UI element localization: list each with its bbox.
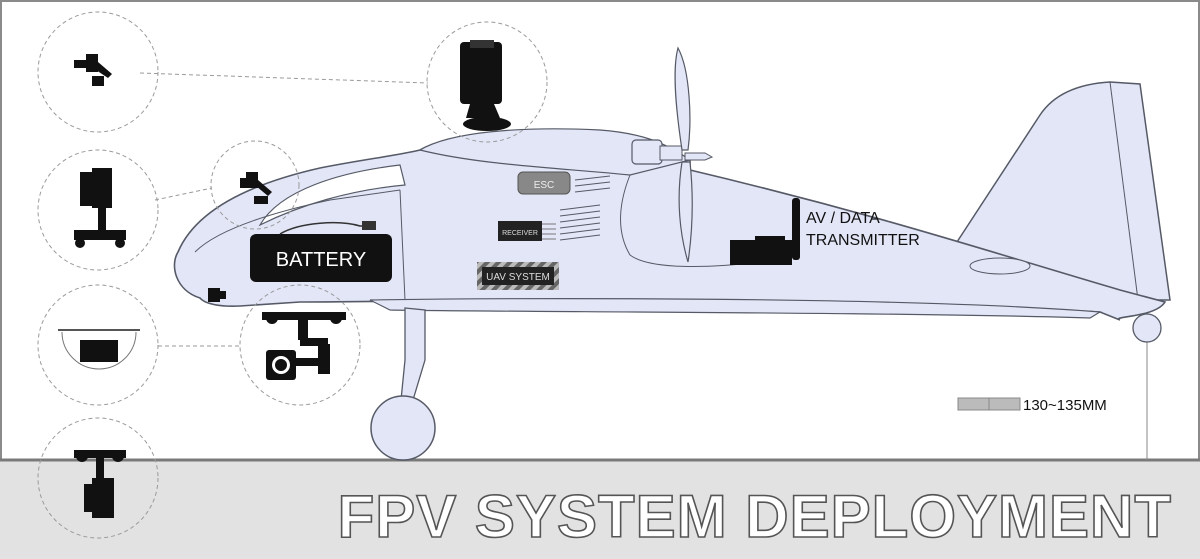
- rudder-hinge: [1109, 81, 1139, 301]
- detail-circle-top: [426, 21, 548, 143]
- propeller-bottom: [678, 161, 693, 263]
- battery-label: BATTERY: [276, 249, 366, 271]
- av-transmitter-top: [755, 236, 785, 242]
- landing-gear-strut: [399, 307, 426, 411]
- detail-circle-4: [37, 417, 159, 539]
- vent-slots: [559, 175, 611, 241]
- nose-camera: [208, 288, 220, 302]
- uav-system-label: UAV SYSTEM: [486, 272, 550, 283]
- detail-circle-3: [37, 284, 159, 406]
- motor-mount: [659, 145, 683, 161]
- detail-circles: [37, 11, 548, 539]
- detail-circle-gimbal: [239, 284, 361, 406]
- battery-lead: [279, 222, 372, 235]
- fpv-camera-icon: [74, 168, 126, 248]
- top-camera-body: [460, 42, 502, 104]
- av-antenna: [792, 198, 800, 260]
- tilt-mount-icon: [240, 172, 272, 204]
- detail-circle-1: [37, 11, 159, 133]
- hanging-camera-icon: [74, 450, 126, 518]
- top-camera-base: [463, 117, 511, 131]
- tail-wheel: [1132, 313, 1162, 343]
- dome-camera-icon: [58, 329, 140, 370]
- main-wheel: [370, 395, 436, 461]
- top-camera-cap: [470, 40, 494, 48]
- receiver-label: RECEIVER: [502, 230, 538, 237]
- esc-module: [517, 171, 571, 195]
- motor: [631, 139, 663, 165]
- spinner: [684, 152, 714, 161]
- esc-label: ESC: [534, 180, 555, 191]
- battery-connector: [362, 221, 376, 230]
- propeller-top: [674, 46, 691, 151]
- receiver-module: [498, 221, 542, 241]
- stabilizer: [969, 257, 1031, 275]
- receiver-wires: [542, 223, 556, 240]
- av-label-line1: AV / DATA: [806, 210, 880, 227]
- panel-seam: [399, 189, 406, 301]
- detail-circle-2: [37, 149, 159, 271]
- tail-fin: [954, 81, 1171, 301]
- nose-camera-lens: [220, 291, 226, 299]
- top-camera-mount: [466, 104, 500, 118]
- title-banner: [0, 460, 1200, 559]
- side-panel-line: [620, 174, 761, 267]
- measurement-label: 130~135MM: [1023, 397, 1107, 414]
- uav-system-core: [482, 267, 554, 285]
- canopy: [258, 164, 406, 227]
- gimbal-camera-icon: [74, 54, 112, 86]
- two-axis-gimbal-icon: [262, 312, 346, 380]
- banner-title: FPV SYSTEM DEPLOYMENT: [338, 483, 1172, 550]
- av-transmitter: [730, 240, 792, 265]
- battery: [250, 234, 392, 282]
- av-label-line2: TRANSMITTER: [806, 232, 920, 249]
- detail-circle-canopy: [210, 140, 300, 230]
- canopy-line: [194, 189, 401, 253]
- main-wing: [369, 298, 1102, 319]
